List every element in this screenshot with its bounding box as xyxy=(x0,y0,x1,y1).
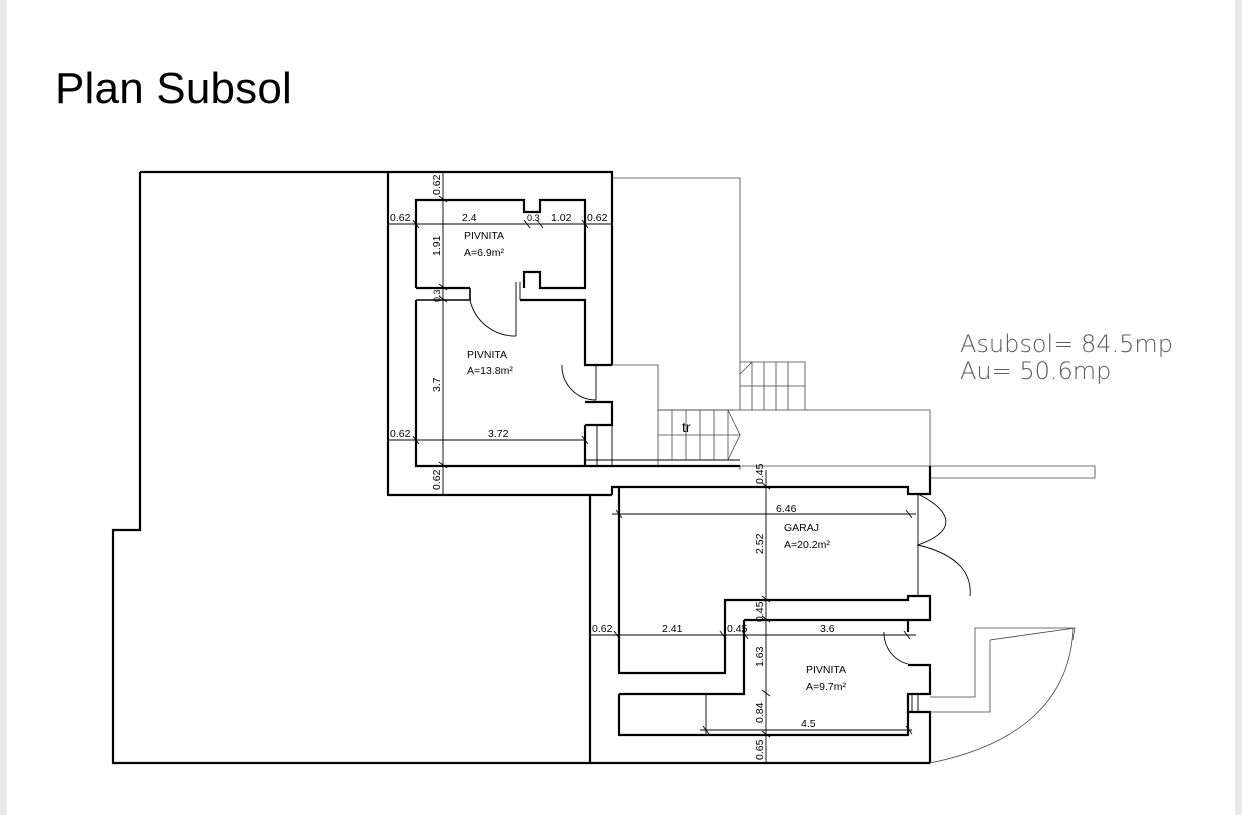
dim-241: 2.41 xyxy=(662,623,683,635)
room-area-pivnita-upper: A=6.9m² xyxy=(464,247,504,259)
drawing-sheet: Plan Subsol xyxy=(7,0,1235,815)
dim-062: 0.62 xyxy=(592,623,613,635)
dim-45: 4.5 xyxy=(801,718,816,730)
room-name-pivnita-upper: PIVNITA xyxy=(464,230,504,242)
dim-045-vertical: 0.45 xyxy=(754,601,766,622)
floor-plan: PIVNITA A=6.9m² PIVNITA A=13.8m² GARAJ A… xyxy=(111,170,1173,765)
garaj-walls xyxy=(590,466,971,675)
dim-372: 3.72 xyxy=(488,428,509,440)
room-area-garaj: A=20.2m² xyxy=(784,539,830,551)
dim-062: 0.62 xyxy=(587,212,608,224)
dim-24: 2.4 xyxy=(462,212,477,224)
dim-36: 3.6 xyxy=(820,623,835,635)
pivnita-lower-walls xyxy=(617,618,1076,764)
stairs-area xyxy=(612,177,1096,479)
dim-102: 1.02 xyxy=(551,212,572,224)
dim-062: 0.62 xyxy=(390,428,411,440)
room-labels: PIVNITA A=6.9m² PIVNITA A=13.8m² GARAJ A… xyxy=(464,230,846,693)
dimension-texts: 0.62 2.4 0.3 1.02 0.62 0.62 1.91 0.3 3.7… xyxy=(390,174,835,760)
dim-252: 2.52 xyxy=(754,533,766,554)
pivnita-middle-walls xyxy=(414,298,740,468)
dim-37: 3.7 xyxy=(431,377,443,392)
dim-03-vertical: 0.3 xyxy=(432,289,442,302)
dim-062-vertical: 0.62 xyxy=(431,174,443,195)
dim-045: 0.45 xyxy=(727,623,748,635)
room-name-pivnita-lower: PIVNITA xyxy=(806,664,846,676)
area-total-text: Asubsol= 84.5mp xyxy=(960,330,1173,358)
room-name-pivnita-middle: PIVNITA xyxy=(467,349,507,361)
dim-163: 1.63 xyxy=(754,646,766,667)
dim-062-vertical: 0.62 xyxy=(431,469,443,490)
dimension-lines xyxy=(388,172,916,763)
outer-walls xyxy=(111,170,930,765)
dim-03: 0.3 xyxy=(527,213,540,223)
dim-646: 6.46 xyxy=(776,503,797,515)
page-title: Plan Subsol xyxy=(55,64,293,113)
dim-084: 0.84 xyxy=(754,702,766,723)
room-area-pivnita-lower: A=9.7m² xyxy=(806,681,846,693)
dim-045: 0.45 xyxy=(754,463,766,484)
room-area-pivnita-middle: A=13.8m² xyxy=(467,365,513,377)
area-summary: Asubsol= 84.5mp Au= 50.6mp xyxy=(960,330,1173,385)
dim-065: 0.65 xyxy=(754,739,766,760)
room-name-garaj: GARAJ xyxy=(784,522,819,534)
stairs-label: tr xyxy=(682,419,691,435)
dim-062: 0.62 xyxy=(390,212,411,224)
dim-191: 1.91 xyxy=(431,235,443,256)
area-usable-text: Au= 50.6mp xyxy=(960,357,1111,385)
